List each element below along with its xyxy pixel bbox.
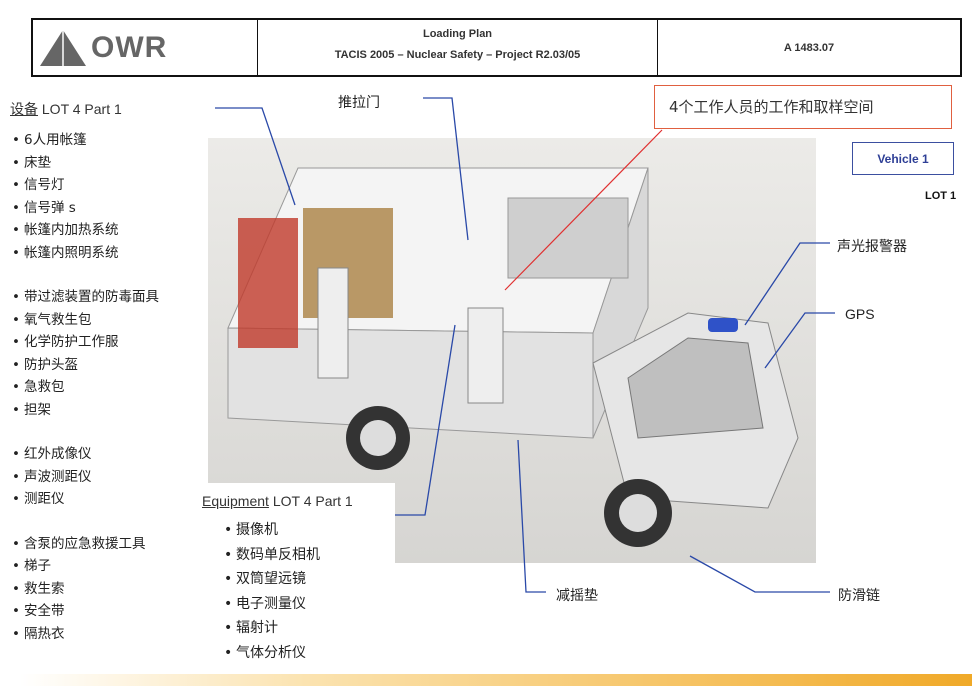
list-item: 测距仪 (10, 488, 159, 511)
logo-triangle-icon (40, 29, 86, 66)
logo-cell: OWR (33, 20, 258, 75)
sliding-door-label: 推拉门 (338, 95, 380, 111)
list-item: 信号灯 (10, 174, 159, 197)
list-item: 气体分析仪 (222, 641, 320, 666)
shock-pad-label: 减摇垫 (556, 588, 598, 604)
list-item: 防护头盔 (10, 354, 159, 377)
anti-skid-chain-label: 防滑链 (838, 588, 880, 604)
list-item: 信号弹 s (10, 197, 159, 220)
equipment-list: 摄像机数码单反相机双筒望远镜电子测量仪辐射计气体分析仪 (222, 518, 320, 665)
list-item: 电子测量仪 (222, 592, 320, 617)
doc-title: Loading Plan (422, 28, 493, 40)
list-item: 帐篷内加热系统 (10, 219, 159, 242)
list-item: 安全带 (10, 600, 159, 623)
left-list-title: 设备 LOT 4 Part 1 (10, 99, 122, 119)
title-cn: 设备 (10, 101, 38, 117)
alarm-label: 声光报警器 (837, 239, 907, 255)
list-item: 数码单反相机 (222, 543, 320, 568)
callout-line-equipment2 (395, 324, 456, 516)
callout-line-workspace (504, 129, 663, 291)
left-equipment-list: 6人用帐篷床垫信号灯信号弹 s帐篷内加热系统帐篷内照明系统带过滤装置的防毒面具氧… (10, 129, 159, 645)
list-item: 化学防护工作服 (10, 331, 159, 354)
list-item: 摄像机 (222, 518, 320, 543)
list-item: 含泵的应急救援工具 (10, 533, 159, 556)
footer-gradient-bar (20, 674, 972, 686)
list-item: 红外成像仪 (10, 443, 159, 466)
list-item: 辐射计 (222, 616, 320, 641)
list-item: 氧气救生包 (10, 309, 159, 332)
doc-number: A 1483.07 (783, 41, 835, 54)
lot-label: LOT 1 (925, 190, 957, 202)
list-item: 床垫 (10, 152, 159, 175)
list-item: 隔热衣 (10, 623, 159, 646)
title-underlined: Equipment (202, 493, 269, 509)
logo-text: OWR (91, 30, 168, 64)
work-space-callout: 4个工作人员的工作和取样空间 (654, 85, 952, 129)
vehicle-label: Vehicle 1 (852, 142, 954, 175)
equipment-list-title: Equipment LOT 4 Part 1 (202, 493, 353, 509)
header-table: OWR Loading Plan TACIS 2005 – Nuclear Sa… (31, 18, 962, 77)
callout-line-chain (689, 555, 830, 593)
gps-label: GPS (845, 306, 875, 322)
title-en: LOT 4 Part 1 (41, 101, 122, 117)
callout-line-shock (517, 439, 546, 593)
title-cell: Loading Plan TACIS 2005 – Nuclear Safety… (258, 20, 658, 75)
list-item: 帐篷内照明系统 (10, 242, 159, 265)
list-item: 急救包 (10, 376, 159, 399)
doc-subtitle: TACIS 2005 – Nuclear Safety – Project R2… (334, 49, 581, 61)
list-item: 带过滤装置的防毒面具 (10, 286, 159, 309)
callout-line-equipment (215, 107, 296, 206)
list-item: 救生索 (10, 578, 159, 601)
callout-line-alarm (744, 242, 830, 326)
list-item: 担架 (10, 399, 159, 422)
list-item: 梯子 (10, 555, 159, 578)
callout-line-gps (764, 312, 835, 369)
list-item: 声波测距仪 (10, 466, 159, 489)
list-item: 双筒望远镜 (222, 567, 320, 592)
list-item: 6人用帐篷 (10, 129, 159, 152)
title-rest: LOT 4 Part 1 (272, 493, 353, 509)
callout-line-door (423, 97, 469, 241)
